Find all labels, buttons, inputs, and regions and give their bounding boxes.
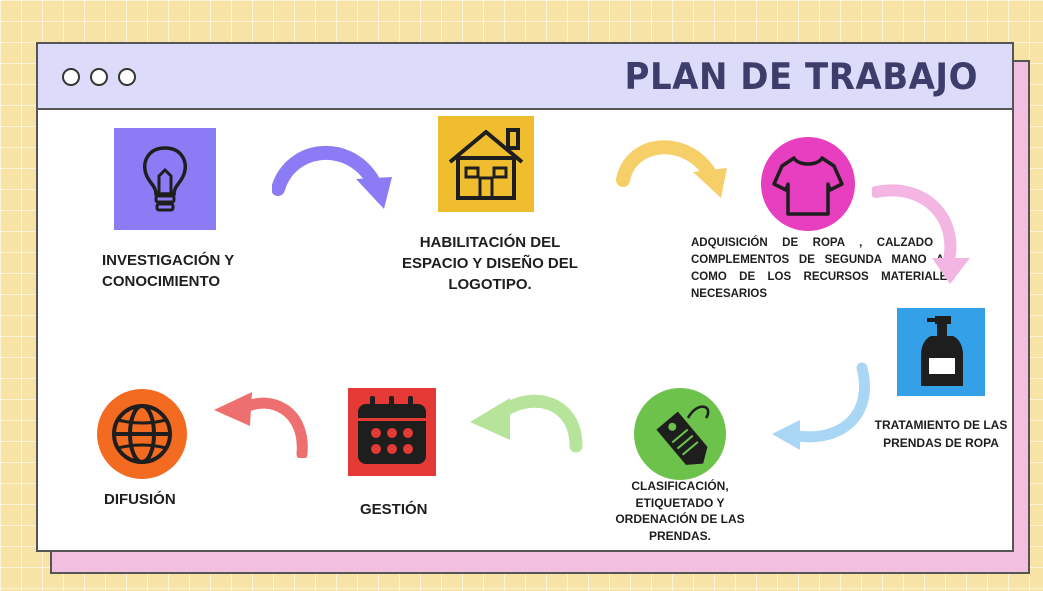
- tshirt-icon: [761, 137, 855, 231]
- page-title: PLAN DE TRABAJO: [624, 55, 978, 99]
- soap-bottle-icon: [897, 308, 985, 396]
- step-label-investigacion: INVESTIGACIÓN Y CONOCIMIENTO: [102, 252, 234, 290]
- calendar-icon: [348, 388, 436, 476]
- price-tag-icon: [634, 388, 726, 480]
- arrow-icon: [272, 145, 392, 209]
- step-label-habilitacion: HABILITACIÓN DEL ESPACIO Y DISEÑO DEL LO…: [402, 234, 578, 293]
- globe-icon: [97, 389, 187, 479]
- house-icon: [438, 116, 534, 212]
- step-label-clasificacion: CLASIFICACIÓN, ETIQUETADO Y ORDENACIÓN D…: [615, 479, 745, 543]
- window-dot-icon: [90, 68, 108, 86]
- arrow-icon: [214, 392, 308, 458]
- arrow-icon: [470, 394, 583, 453]
- arrow-icon: [872, 184, 970, 284]
- arrow-icon: [616, 140, 727, 198]
- arrow-icon: [772, 362, 870, 450]
- lightbulb-icon: [114, 128, 216, 230]
- step-label-gestion: GESTIÓN: [360, 501, 428, 518]
- card-header: PLAN DE TRABAJO: [38, 44, 1012, 110]
- window-dot-icon: [62, 68, 80, 86]
- step-label-tratamiento: TRATAMIENTO DE LAS PRENDAS DE ROPA: [874, 418, 1008, 450]
- step-label-adquisicion: ADQUISICIÓN DE ROPA , CALZADO Y COMPLEME…: [691, 237, 955, 300]
- window-dot-icon: [118, 68, 136, 86]
- step-label-difusion: DIFUSIÓN: [104, 491, 176, 508]
